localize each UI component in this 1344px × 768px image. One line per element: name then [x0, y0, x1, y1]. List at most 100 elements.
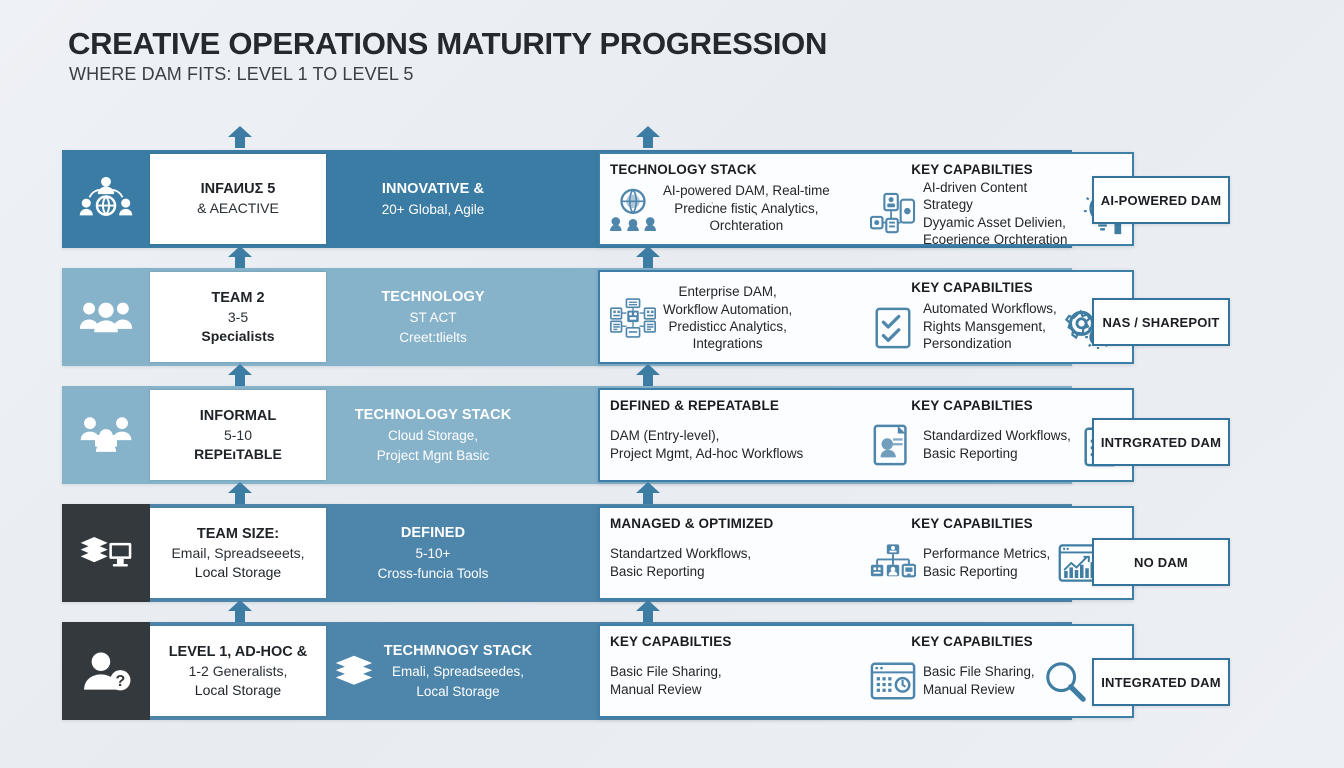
level-summary-line: REPEıTABLE: [194, 445, 282, 462]
panel-line: Rights Mansgement,: [923, 318, 1046, 334]
enterprise-systems-icon: [610, 296, 656, 340]
technology-stack-line: INNOVATIVE &: [381, 180, 485, 197]
level-summary-line: INFORMAL: [199, 407, 277, 424]
up-arrow-icon: [635, 364, 661, 386]
panel-line: Automated Workflows,: [923, 301, 1057, 317]
panel-left-lines: Enterprise DAM,Workflow Automation,Predi…: [663, 283, 792, 353]
panel-line: Project Mgmt, Ad-hoc Workflows: [610, 445, 804, 461]
level-summary-line: INFAИUΣ 5: [200, 181, 276, 198]
panel-right-lines: Basic File Sharing,Manual Review: [923, 663, 1035, 698]
dam-stage-label[interactable]: NAS / SHAREPOIT: [1092, 298, 1230, 346]
panel-line: Ecoerience Orchteration: [923, 232, 1068, 248]
technology-stack-line: TECHNOLOGY STACK: [354, 406, 512, 423]
level-summary-card: TEAM SIZE:Email, Spreadseeets,Local Stor…: [150, 508, 326, 598]
panel-line: Enterprise DAM,: [678, 284, 777, 300]
panel-right-body: Automated Workflows,Rights Mansgement, Pe…: [870, 297, 1126, 356]
global-network-people-icon: [610, 187, 656, 231]
level-summary-line: Local Storage: [194, 563, 282, 580]
panel-left-body: Standartzed Workflows,Basic Reporting: [610, 533, 860, 592]
panel-line: Workflow Automation,: [663, 301, 793, 317]
up-arrow-icon: [635, 246, 661, 268]
up-arrow-icon: [227, 600, 253, 622]
panel-left-heading: TECHNOLOGY STACK: [610, 162, 757, 177]
dam-stage-label[interactable]: NO DAM: [1092, 538, 1230, 586]
technology-stack-line: 20+ Global, Agile: [381, 201, 485, 217]
panel-line: Integrations: [692, 336, 763, 352]
panel-line: Manual Review: [923, 681, 1015, 697]
panel-line: Standardized Workflows,: [923, 428, 1071, 444]
maturity-row: ? LEVEL 1, AD-HOC & 1-2 Generalists, Local …: [62, 622, 1134, 720]
user-question-icon: ?: [62, 622, 150, 720]
magnifier-icon: [1042, 659, 1088, 703]
panel-right-heading: KEY CAPABILTIES: [911, 634, 1033, 649]
layers-icon: [334, 653, 374, 689]
panel-left-body: DAM (Entry-level),Project Mgmt, Ad-hoc W…: [610, 415, 860, 474]
connected-devices-icon: [869, 192, 916, 236]
technology-stack-line: 5-10+: [415, 545, 451, 561]
panel-line: Orchteration: [709, 218, 784, 234]
technology-stack-line: ST ACT: [409, 309, 457, 325]
level-summary-line: 1-2 Generalists,: [188, 663, 288, 680]
level-summary-card: INFAИUΣ 5& AEACTIVE: [150, 154, 326, 244]
panel-left-body: Enterprise DAM,Workflow Automation,Predi…: [610, 280, 860, 356]
dam-stage-label[interactable]: AI-POWERED DAM: [1092, 176, 1230, 224]
level-summary-line: Email, Spreadseeets,: [171, 545, 305, 562]
technology-stack-line: TECHNOLOGY: [381, 288, 485, 305]
panel-right-lines: Performance Metrics,Basic Reporting: [923, 545, 1050, 580]
panel-left-lines: DAM (Entry-level),Project Mgmt, Ad-hoc W…: [610, 427, 803, 462]
technology-stack-line: DEFINED: [400, 524, 466, 541]
technology-stack-line: Emali, Spreadseedes,: [391, 663, 525, 679]
technology-stack-lines: DEFINED 5-10+ Cross-funcia Tools: [378, 523, 489, 584]
panel-right-lines: Standardized Workflows,Basic Reporting: [923, 427, 1071, 462]
detail-panel: DEFINED & REPEATABLE DAM (Entry-level),Pr…: [598, 388, 1134, 482]
technology-stack-cell: INNOVATIVE & 20+ Global, Agile: [326, 150, 540, 248]
dam-stage-label[interactable]: INTRGRATED DAM: [1092, 418, 1230, 466]
panel-left-half: MANAGED & OPTIMIZED Standartzed Workflows…: [600, 508, 866, 598]
technology-stack-lines: INNOVATIVE & 20+ Global, Agile: [382, 179, 484, 220]
three-people-icon: [62, 268, 150, 366]
panel-right-body: Basic File Sharing,Manual Review: [870, 651, 1126, 710]
panel-line: AI-powered DAM, Real-time: [663, 183, 830, 199]
panel-line: DAM (Entry-level),: [610, 428, 720, 444]
panel-line: Basic File Sharing,: [923, 664, 1035, 680]
panel-left-half: Enterprise DAM,Workflow Automation,Predi…: [600, 272, 866, 362]
panel-line: Manual Review: [610, 681, 702, 697]
level-summary-line: LEVEL 1, AD-HOC &: [168, 643, 308, 660]
panel-line: Dyyamic Asset Delivien,: [923, 214, 1066, 230]
technology-stack-line: Project Mgnt Basic: [376, 447, 490, 463]
level-summary-card: LEVEL 1, AD-HOC &1-2 Generalists,Local S…: [150, 626, 326, 716]
panel-left-heading: MANAGED & OPTIMIZED: [610, 516, 774, 531]
panel-left-half: TECHNOLOGY STACK AI-powered DAM, Real-tim…: [600, 154, 866, 244]
panel-line: Basic Reporting: [923, 445, 1018, 461]
up-arrow-icon: [227, 126, 253, 148]
panel-left-lines: Basic File Sharing,Manual Review: [610, 663, 722, 698]
technology-stack-line: Cross-funcia Tools: [377, 565, 489, 581]
level-summary-line: 5-10: [223, 427, 253, 444]
maturity-row: INFAИUΣ 5& AEACTIVE INNOVATIVE & 20+ Globa…: [62, 150, 1134, 249]
panel-right-heading: KEY CAPABILTIES: [911, 280, 1033, 295]
dam-stage-label[interactable]: INTEGRATED DAM: [1092, 658, 1230, 706]
panel-left-heading: DEFINED & REPEATABLE: [610, 398, 780, 413]
dashboard-window-icon: [870, 659, 916, 703]
page-title: CREATIVE OPERATIONS MATURITY PROGRESSION: [68, 26, 828, 61]
panel-left-heading: KEY CAPABILTIES: [610, 634, 732, 649]
org-network-icon: [870, 541, 917, 585]
up-arrow-icon: [227, 364, 253, 386]
panel-right-half: KEY CAPABILTIES Automated Workflows,Right…: [866, 272, 1132, 362]
panel-line: Persondization: [923, 336, 1012, 352]
panel-left-half: KEY CAPABILTIES Basic File Sharing,Manual…: [600, 626, 866, 716]
up-arrow-icon: [227, 482, 253, 504]
technology-stack-line: Local Storage: [416, 683, 500, 699]
